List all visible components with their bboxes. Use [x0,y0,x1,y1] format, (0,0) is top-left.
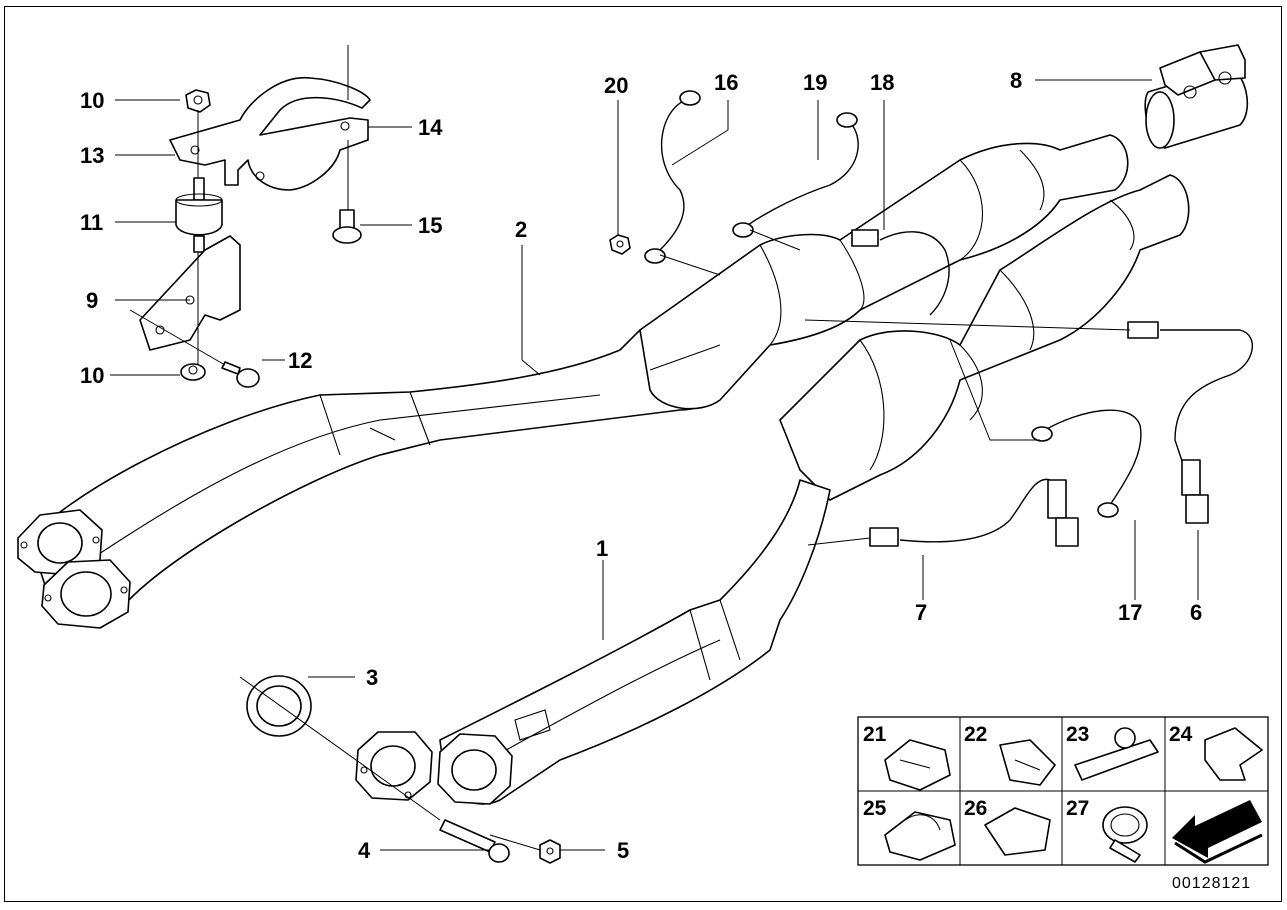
clip-27[interactable] [1102,806,1148,863]
callout-15: 15 [418,213,442,238]
callout-3: 3 [366,665,378,690]
oxygen-sensor-6[interactable] [1127,321,1253,524]
grid-labels: 21 22 23 24 25 26 27 [863,723,1193,820]
gasket-ring[interactable] [246,675,312,737]
callout-4: 4 [358,838,371,863]
bolt-15[interactable] [332,209,362,244]
nut-lower[interactable] [180,363,206,381]
clip-26[interactable] [984,807,1051,856]
clip-24[interactable] [1204,727,1263,781]
grid-label-23: 23 [1066,723,1089,746]
grid-label-21: 21 [863,723,887,746]
callout-7: 7 [915,600,927,625]
clip-22[interactable] [999,739,1056,786]
document-id: 00128121 [1172,875,1251,892]
callout-9: 9 [86,288,98,313]
front-pipe-upper[interactable] [29,326,714,622]
callout-11: 11 [80,210,103,235]
callout-18: 18 [870,70,894,95]
ground-strap-17[interactable] [1031,409,1142,518]
grid-label-22: 22 [964,723,987,746]
hanger-bracket[interactable] [169,77,371,191]
catalytic-converter-upper[interactable] [639,134,1129,410]
callout-13: 13 [80,143,104,168]
callout-5: 5 [617,838,629,863]
callout-6: 6 [1190,600,1202,625]
clip-21[interactable] [884,739,951,791]
diagram-frame [4,6,1282,902]
callout-19: 19 [803,70,827,95]
callout-10-bottom: 10 [80,363,104,388]
callout-14: 14 [418,115,443,140]
callout-labels: 10 13 11 9 10 12 14 15 2 20 16 19 18 8 1… [80,68,1202,863]
grid-label-25: 25 [863,797,887,820]
callout-10-top: 10 [80,88,104,113]
clip-25[interactable] [884,811,956,861]
callout-17: 17 [1118,600,1142,625]
clip-23[interactable] [1074,727,1159,781]
rubber-mount[interactable] [175,177,223,253]
grid-label-24: 24 [1169,723,1193,746]
callout-20: 20 [604,73,628,98]
callout-8: 8 [1010,68,1022,93]
grid-label-27: 27 [1066,797,1089,820]
flange-upper-right [41,559,131,629]
leader-lines [110,45,1199,851]
nut-20[interactable] [609,234,631,255]
callout-2: 2 [515,217,527,242]
callout-12: 12 [288,348,312,373]
bracket-9[interactable] [139,235,241,351]
pipe-clamp[interactable] [1144,44,1249,149]
nut-5[interactable] [539,839,561,864]
nut-top[interactable] [185,89,211,113]
ground-strap-16[interactable] [644,90,701,264]
bolt-12[interactable] [221,361,260,388]
oxygen-sensor-18[interactable] [851,229,950,316]
ground-strap-19[interactable] [732,112,859,238]
flange-lower-left [355,731,433,801]
direction-arrow-icon [1172,800,1263,864]
flange-lower-right [437,733,513,805]
catalytic-converter-lower[interactable] [779,174,1190,501]
callout-16: 16 [714,70,738,95]
grid-label-26: 26 [964,797,987,820]
flange-upper-left [17,509,103,576]
callout-1: 1 [596,536,608,561]
bolt-4[interactable] [439,819,510,863]
oxygen-sensor-7[interactable] [869,478,1079,547]
